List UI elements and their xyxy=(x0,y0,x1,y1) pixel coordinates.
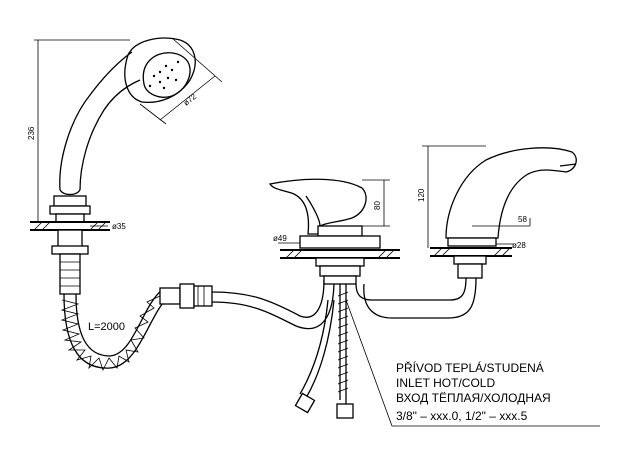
inlet-note-line2: INLET HOT/COLD xyxy=(396,376,495,390)
holder-diameter-label: ø35 xyxy=(112,222,126,231)
inlet-note-line3: ВХОД ТЁПЛАЯ/ХОЛОДНАЯ xyxy=(396,391,551,405)
spout-base-diameter-label: ø28 xyxy=(512,241,526,250)
flexible-hose: L=2000 xyxy=(60,283,213,372)
hand-shower: ø72 236 ø35 xyxy=(27,37,223,295)
handshower-height-label: 236 xyxy=(27,126,36,140)
spout-height-label: 120 xyxy=(417,188,426,202)
mixer-body: ø49 80 xyxy=(268,178,400,285)
hose-length-label: L=2000 xyxy=(88,321,125,333)
head-diameter-label: ø72 xyxy=(182,92,199,108)
inlet-note-line4: 3/8" – xxx.0, 1/2" – xxx.5 xyxy=(396,409,528,423)
inlet-note-line1: PŘÍVOD TEPLÁ/STUDENÁ xyxy=(396,360,544,375)
spout-reach-label: 58 xyxy=(518,215,527,224)
mixer-diameter-label: ø49 xyxy=(273,234,287,243)
spout: 120 58 ø28 xyxy=(417,145,577,279)
mixer-height-label: 80 xyxy=(373,201,382,210)
spray-nozzles xyxy=(148,60,180,90)
inlet-note: PŘÍVOD TEPLÁ/STUDENÁ INLET HOT/COLD ВХОД… xyxy=(396,360,551,423)
